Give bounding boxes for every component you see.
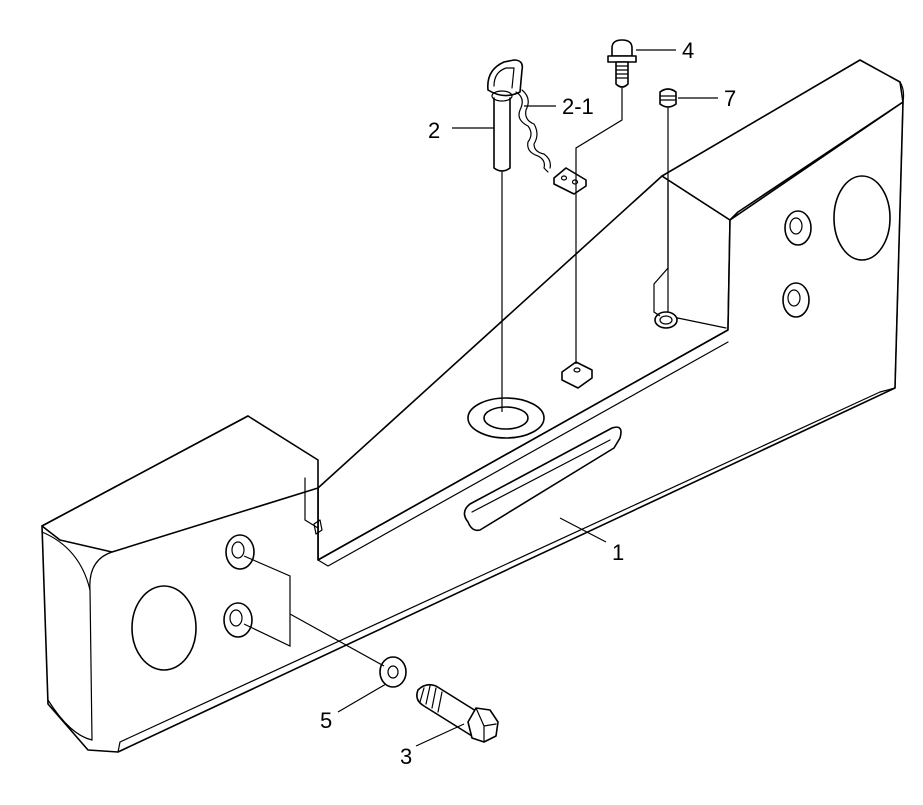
bolt-thread xyxy=(419,685,443,713)
washer-part-5 xyxy=(379,656,407,688)
chain-tab xyxy=(553,167,587,195)
assembly-line-bolt-washer xyxy=(243,555,385,667)
small-lug xyxy=(313,519,323,535)
callout-1: 1 xyxy=(612,540,624,565)
hitch-pin-ring xyxy=(487,59,524,97)
left-corner-bevel xyxy=(41,531,93,741)
callout-2: 2 xyxy=(428,118,440,143)
hitch-pin-ring-inner xyxy=(493,67,515,89)
right-block-front-bevel xyxy=(879,81,905,393)
screw-head xyxy=(611,39,633,57)
leader-3 xyxy=(415,723,465,747)
middle-step-edge xyxy=(317,341,729,567)
leader-5 xyxy=(337,683,387,713)
left-large-hole xyxy=(131,585,197,671)
left-bolt-hole-lower xyxy=(223,602,253,638)
right-bolt-hole-upper xyxy=(784,210,812,246)
callout-2-1: 2-1 xyxy=(562,94,594,119)
threaded-hole xyxy=(654,311,678,329)
right-bolt-hole-lower xyxy=(782,282,810,318)
screw-thread xyxy=(615,65,629,79)
callout-numbers: 1 2 2-1 3 4 5 7 xyxy=(320,38,736,769)
bolt-part-3 xyxy=(416,683,499,743)
bolt-hex-edge xyxy=(475,707,497,743)
left-bolt-hole-upper xyxy=(225,534,255,570)
screw-flange xyxy=(607,55,637,63)
bottom-edge xyxy=(117,391,881,753)
left-bolt-hole-lower-inner xyxy=(229,609,243,627)
chain-links-side xyxy=(521,89,551,169)
chain-tab-hole-a xyxy=(560,175,568,181)
hitch-pin-part-2 xyxy=(487,59,524,172)
callout-3: 3 xyxy=(400,744,412,769)
chain-part-2-1 xyxy=(515,89,587,195)
right-bolt-hole-upper-inner xyxy=(789,217,803,235)
hitch-hole-inner xyxy=(483,406,529,430)
assembly-line-set-screw xyxy=(653,108,669,317)
left-bolt-hole-upper-inner xyxy=(231,541,245,559)
callout-5: 5 xyxy=(320,708,332,733)
assembly-lines xyxy=(243,88,669,667)
counterweight-part-1 xyxy=(41,59,905,753)
set-screw-part-7 xyxy=(659,88,677,108)
leader-1 xyxy=(559,517,607,543)
assembly-line-screw xyxy=(575,88,623,364)
threaded-hole-inner xyxy=(659,315,673,325)
washer-inner xyxy=(387,665,399,679)
hitch-pin-head xyxy=(491,90,513,102)
square-nut-hole xyxy=(573,367,581,373)
set-screw-body xyxy=(659,88,677,108)
callout-7: 7 xyxy=(724,86,736,111)
chain-links xyxy=(515,91,549,173)
screw-part-4 xyxy=(607,39,637,88)
right-bolt-hole-lower-inner xyxy=(787,289,801,307)
front-slot xyxy=(463,426,622,532)
callout-4: 4 xyxy=(682,38,694,63)
callout-leaders xyxy=(337,49,718,747)
chain-tab-hole-b xyxy=(571,179,579,185)
washer-outer xyxy=(379,656,407,688)
hitch-pin-body xyxy=(493,97,511,172)
front-slot-inner xyxy=(471,439,611,513)
set-screw-thread xyxy=(659,95,677,101)
right-large-hole xyxy=(833,175,891,261)
